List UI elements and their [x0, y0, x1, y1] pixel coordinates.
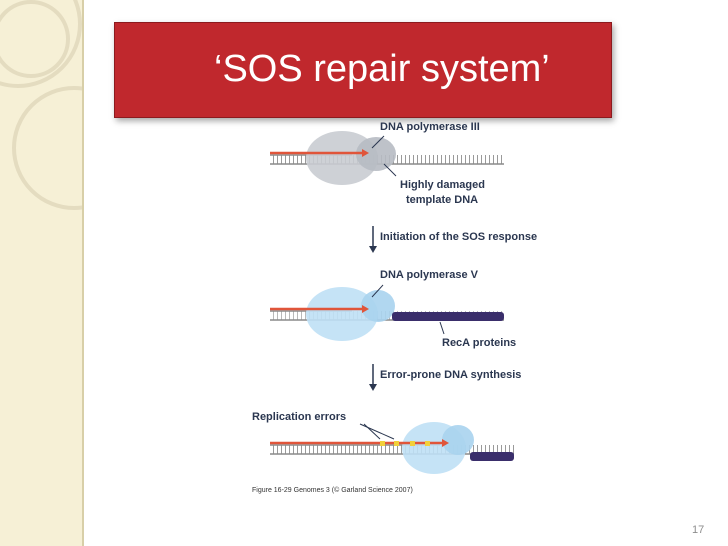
panel-replication-errors: Replication errors — [252, 411, 514, 474]
error-mark — [425, 441, 430, 446]
figure-caption: Figure 16-29 Genomes 3 (© Garland Scienc… — [252, 486, 413, 494]
label-errors: Replication errors — [252, 411, 346, 423]
sidebar-divider — [82, 0, 84, 546]
label-pol5: DNA polymerase V — [380, 269, 479, 281]
step-initiation: Initiation of the SOS response — [369, 226, 537, 253]
error-mark — [410, 441, 415, 446]
label-damaged-2: template DNA — [406, 194, 478, 206]
panel-polymerase-v: DNA polymerase V RecA proteins — [270, 269, 516, 349]
slide-title: ‘SOS repair system’ — [214, 48, 550, 91]
label-damaged-1: Highly damaged — [400, 179, 485, 191]
error-mark — [380, 441, 385, 446]
label-reca: RecA proteins — [442, 337, 516, 349]
decorative-sidebar — [0, 0, 82, 546]
reca-filament — [392, 312, 504, 321]
label-step2: Error-prone DNA synthesis — [380, 369, 521, 381]
reca-filament — [470, 452, 514, 461]
step-error-prone: Error-prone DNA synthesis — [369, 364, 521, 391]
label-pol3: DNA polymerase III — [380, 121, 480, 133]
decorative-circle — [12, 86, 82, 210]
label-step1: Initiation of the SOS response — [380, 231, 537, 243]
slide-number: 17 — [692, 524, 704, 536]
panel-polymerase-iii: DNA polymerase III Highly damaged templa… — [270, 121, 504, 206]
error-mark — [394, 441, 399, 446]
sos-repair-figure: DNA polymerase III Highly damaged templa… — [244, 112, 576, 504]
